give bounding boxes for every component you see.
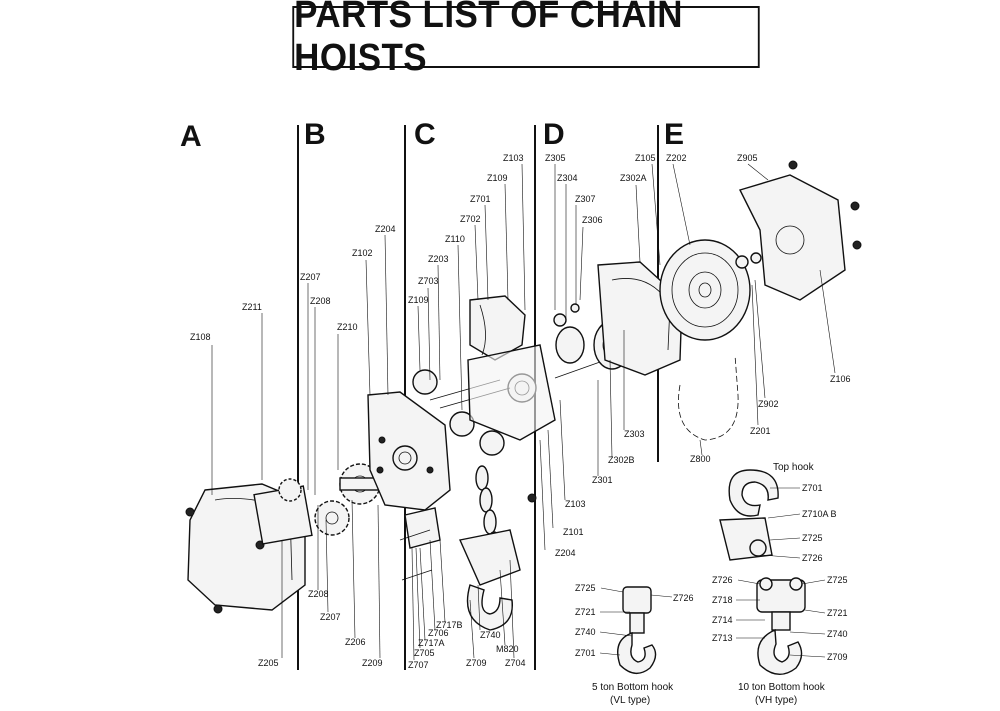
part-label: Z726 [712,575,733,585]
gear-set-part [253,463,381,545]
part-label: Z721 [827,608,848,618]
part-label: Z726 [802,553,823,563]
part-label: Z208 [308,589,329,599]
section-label-a: A [180,120,202,153]
part-label: Z701 [575,648,596,658]
section-label-d: D [543,118,565,151]
part-label: Z307 [575,194,596,204]
part-label: Z701 [802,483,823,493]
part-label: Z204 [555,548,576,558]
part-label: Z207 [320,612,341,622]
part-label: Z106 [830,374,851,384]
part-label: Z740 [575,627,596,637]
part-label: Z718 [712,595,733,605]
part-label: Z709 [827,652,848,662]
part-label: Z103 [565,499,586,509]
bottom-hook-5-ton-caption: 5 ton Bottom hook [592,682,674,693]
hand-wheel-part [659,239,751,341]
hand-chain-part [678,354,739,441]
part-label: Z740 [480,630,501,640]
part-label: Z726 [673,593,694,603]
part-label: Z109 [487,173,508,183]
part-label: Z301 [592,475,613,485]
part-label: Z800 [690,454,711,464]
part-label: Z202 [666,153,687,163]
part-label: Z713 [712,633,733,643]
bottom-hook-assembly-part [399,493,537,631]
part-label: Z210 [337,322,358,332]
bottom-hook-10-ton-caption: 10 ton Bottom hook [738,682,826,693]
part-label: Z108 [190,332,211,342]
part-label: Z203 [428,254,449,264]
part-label: Z302B [608,455,635,465]
part-label: Z721 [575,607,596,617]
leader-lines [211,163,836,661]
frame-plate-part [367,391,451,511]
part-label: Z725 [827,575,848,585]
part-label: Z703 [418,276,439,286]
part-label: Z102 [352,248,373,258]
load-sheave-assembly-part [412,295,556,456]
section-label-e: E [664,118,685,151]
part-label: Z702 [460,214,481,224]
part-label: Z304 [557,173,578,183]
part-label: Z709 [466,658,487,668]
wheel-cover-part [735,160,862,301]
part-label: Z725 [802,533,823,543]
part-label: Z204 [375,224,396,234]
top-hook-caption: Top hook [773,462,815,473]
part-label: M820 [496,644,519,654]
part-label: Z905 [737,153,758,163]
part-label: Z207 [300,272,321,282]
part-label: Z209 [362,658,383,668]
part-label: Z302A [620,173,647,183]
part-label: Z110 [445,234,465,244]
part-label: Z725 [575,583,596,593]
bottom-hook-5-ton-type: (VL type) [610,695,650,706]
part-label: Z211 [242,302,262,312]
part-label: Z201 [750,426,771,436]
part-label: Z707 [408,660,429,670]
part-label: Z701 [470,194,491,204]
top-hook-part [719,469,779,561]
part-label: Z902 [758,399,779,409]
part-label: Z101 [563,527,584,537]
part-label: Z714 [712,615,733,625]
part-label: Z740 [827,629,848,639]
part-label: Z705 [414,648,435,658]
part-label: Z706 [428,628,449,638]
part-label: Z205 [258,658,279,668]
section-label-b: B [304,118,326,151]
part-label: Z208 [310,296,331,306]
part-label: Z710A B [802,509,837,519]
part-label: Z303 [624,429,645,439]
part-label: Z704 [505,658,526,668]
bottom-hook-10-ton-type: (VH type) [755,695,797,706]
part-labels: Z108 Z211 Z207 Z208 Z210 Z102 Z204 Z203 … [190,153,851,670]
part-label: Z717B [436,620,463,630]
part-label: Z305 [545,153,566,163]
bottom-hook-5-ton-part [617,586,657,674]
bottom-hook-10-ton-part [756,577,806,675]
part-label: Z717A [418,638,445,648]
part-label: Z206 [345,637,366,647]
part-label: Z105 [635,153,656,163]
part-label: Z103 [503,153,524,163]
part-label: Z306 [582,215,603,225]
section-label-c: C [414,118,436,151]
part-label: Z109 [408,295,429,305]
